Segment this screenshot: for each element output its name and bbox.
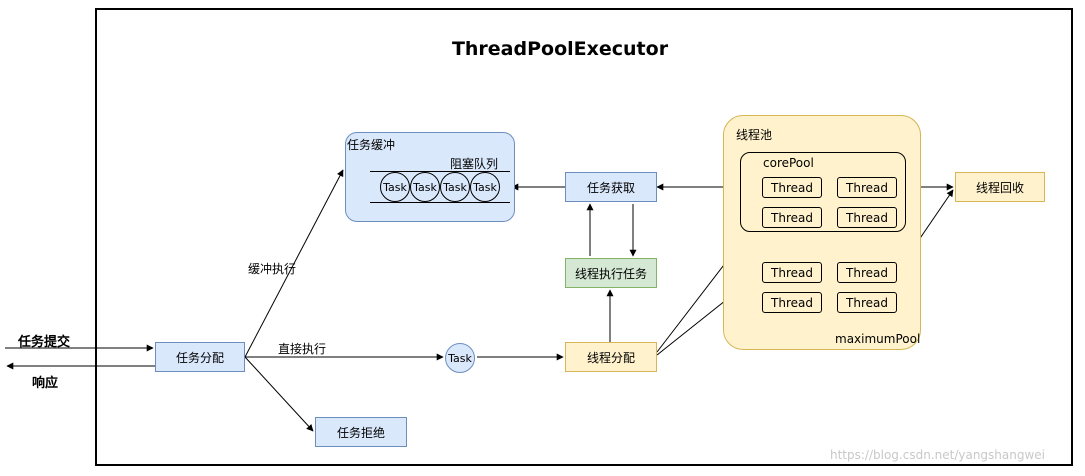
watermark-text: https://blog.csdn.net/yangshangwei xyxy=(830,448,1046,462)
thread-recycle-node: 线程回收 xyxy=(955,172,1045,202)
executor-frame xyxy=(95,8,1073,466)
thread-execute-node: 线程执行任务 xyxy=(565,258,657,288)
task-dispatch-node: 任务分配 xyxy=(155,342,245,372)
submit-label: 任务提交 xyxy=(18,335,71,350)
queue-task-2: Task xyxy=(410,172,440,202)
thread-dispatch-node: 线程分配 xyxy=(565,342,657,372)
direct-exec-label: 直接执行 xyxy=(278,342,327,356)
queue-task-3: Task xyxy=(440,172,470,202)
thread-pool-group xyxy=(723,115,921,350)
task-fetch-node: 任务获取 xyxy=(565,172,657,202)
edge-buffer-exec xyxy=(244,169,344,358)
task-reject-node: 任务拒绝 xyxy=(315,417,407,447)
blocking-queue-label: 阻塞队列 xyxy=(450,157,499,171)
queue-task-1: Task xyxy=(380,172,410,202)
thread-core-1: Thread xyxy=(762,177,822,198)
response-label: 响应 xyxy=(32,376,59,391)
thread-max-4: Thread xyxy=(837,292,897,313)
thread-core-4: Thread xyxy=(837,207,897,228)
core-pool-group xyxy=(740,152,906,232)
thread-max-2: Thread xyxy=(837,262,897,283)
task-buffer-label: 任务缓冲 xyxy=(347,138,396,152)
queue-bottom-rail xyxy=(370,202,510,203)
diagram-title: ThreadPoolExecutor xyxy=(451,38,669,60)
task-node: Task xyxy=(445,343,475,373)
thread-max-1: Thread xyxy=(762,262,822,283)
thread-max-3: Thread xyxy=(762,292,822,313)
queue-task-4: Task xyxy=(470,172,500,202)
core-pool-label: corePool xyxy=(763,156,814,170)
buffer-exec-label: 缓冲执行 xyxy=(248,262,297,276)
thread-pool-label: 线程池 xyxy=(736,128,773,142)
thread-core-3: Thread xyxy=(762,207,822,228)
thread-core-2: Thread xyxy=(837,177,897,198)
queue-top-rail xyxy=(370,171,510,172)
edge-reject xyxy=(244,356,314,432)
maximum-pool-label: maximumPool xyxy=(835,332,921,346)
